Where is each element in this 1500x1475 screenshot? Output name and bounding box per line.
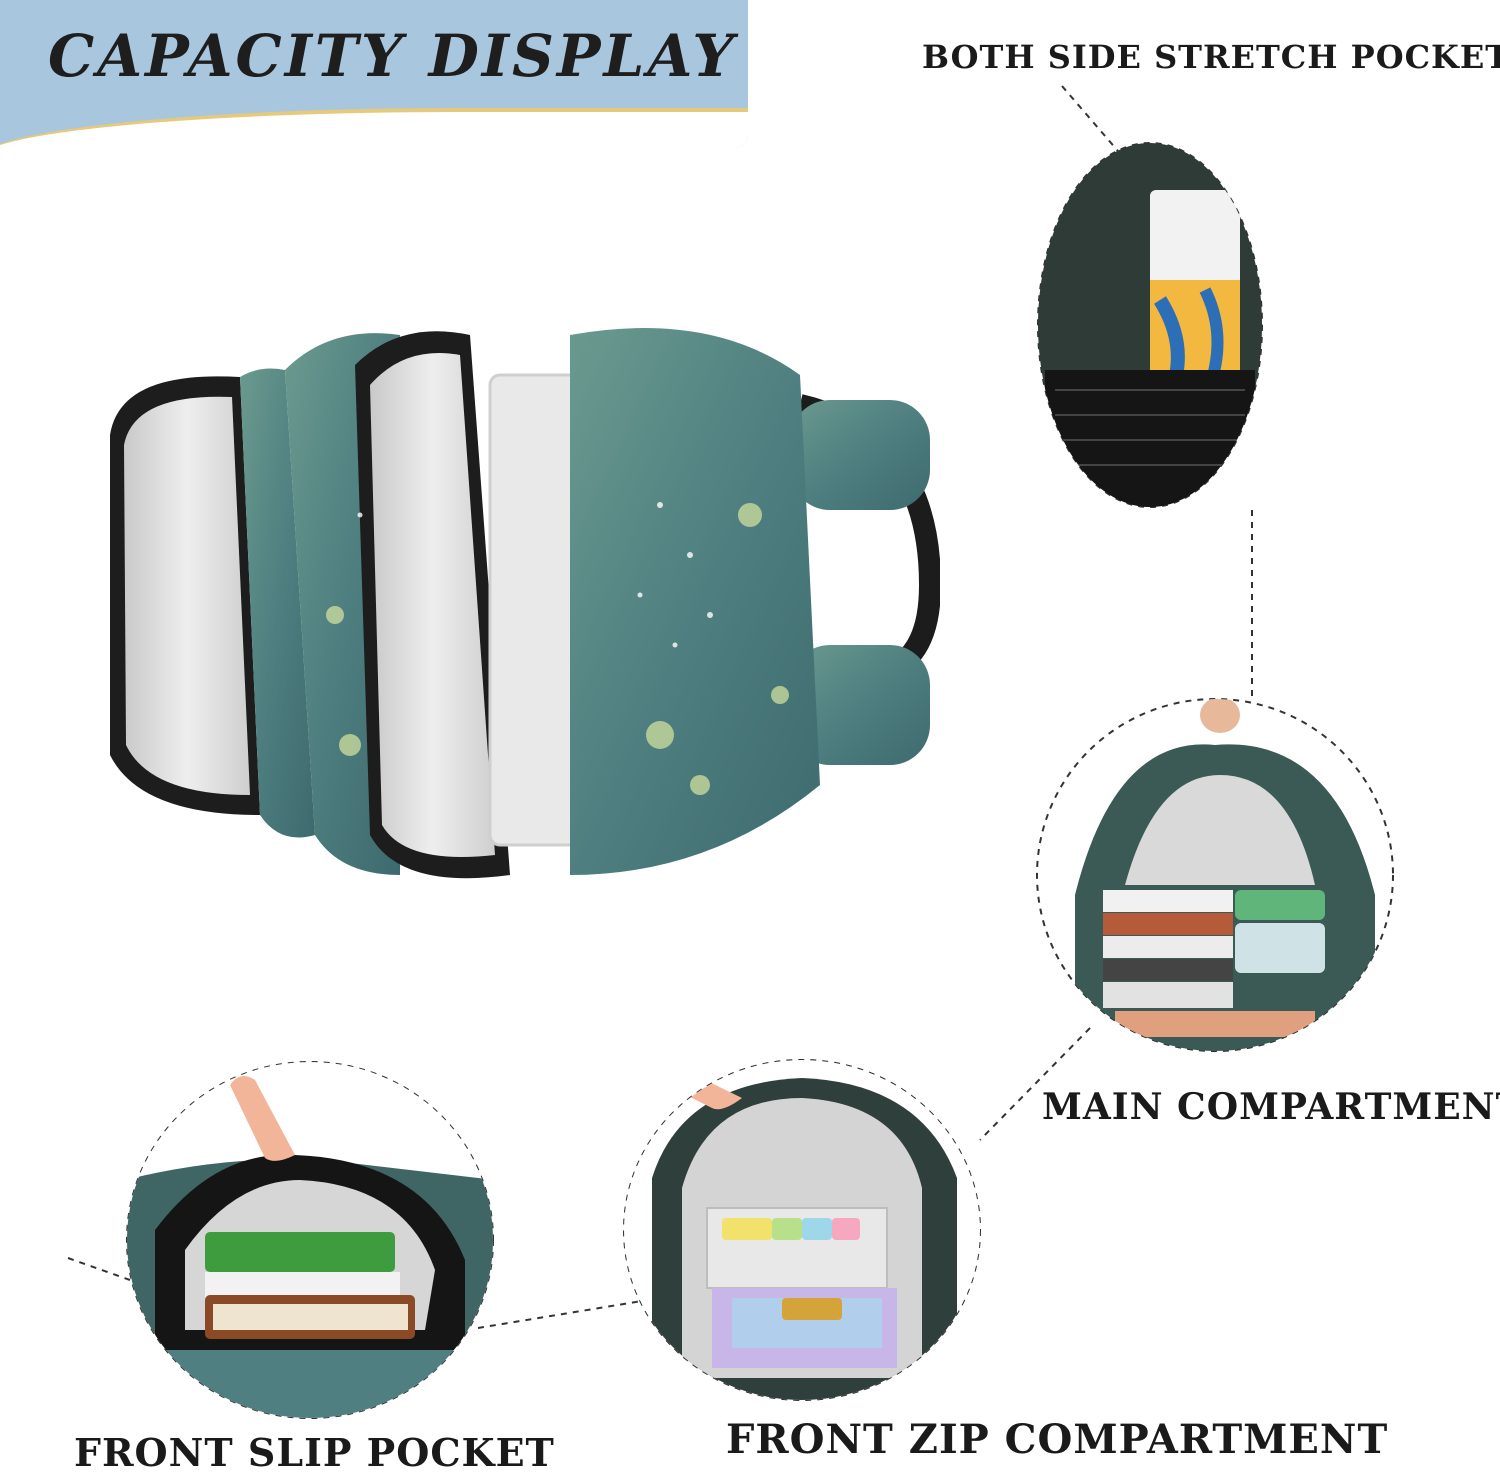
banner-title: CAPACITY DISPLAY: [48, 22, 737, 90]
banner: CAPACITY DISPLAY: [0, 0, 748, 148]
label-side-pocket: BOTH SIDE STRETCH POCKET: [922, 38, 1500, 76]
banner-accent-curve: [0, 108, 748, 148]
open-backpack-illustration: [110, 328, 940, 879]
main-compartment-detail: [1036, 698, 1394, 1052]
label-main-compartment: MAIN COMPARTMENT: [1042, 1086, 1500, 1128]
front-slip-pocket-detail: [126, 1061, 494, 1419]
label-front-slip-pocket: FRONT SLIP POCKET: [74, 1430, 555, 1475]
front-zip-compartment-detail: [623, 1059, 981, 1401]
label-front-zip-compartment: FRONT ZIP COMPARTMENT: [726, 1416, 1389, 1463]
side-pocket-detail: [1037, 142, 1263, 508]
